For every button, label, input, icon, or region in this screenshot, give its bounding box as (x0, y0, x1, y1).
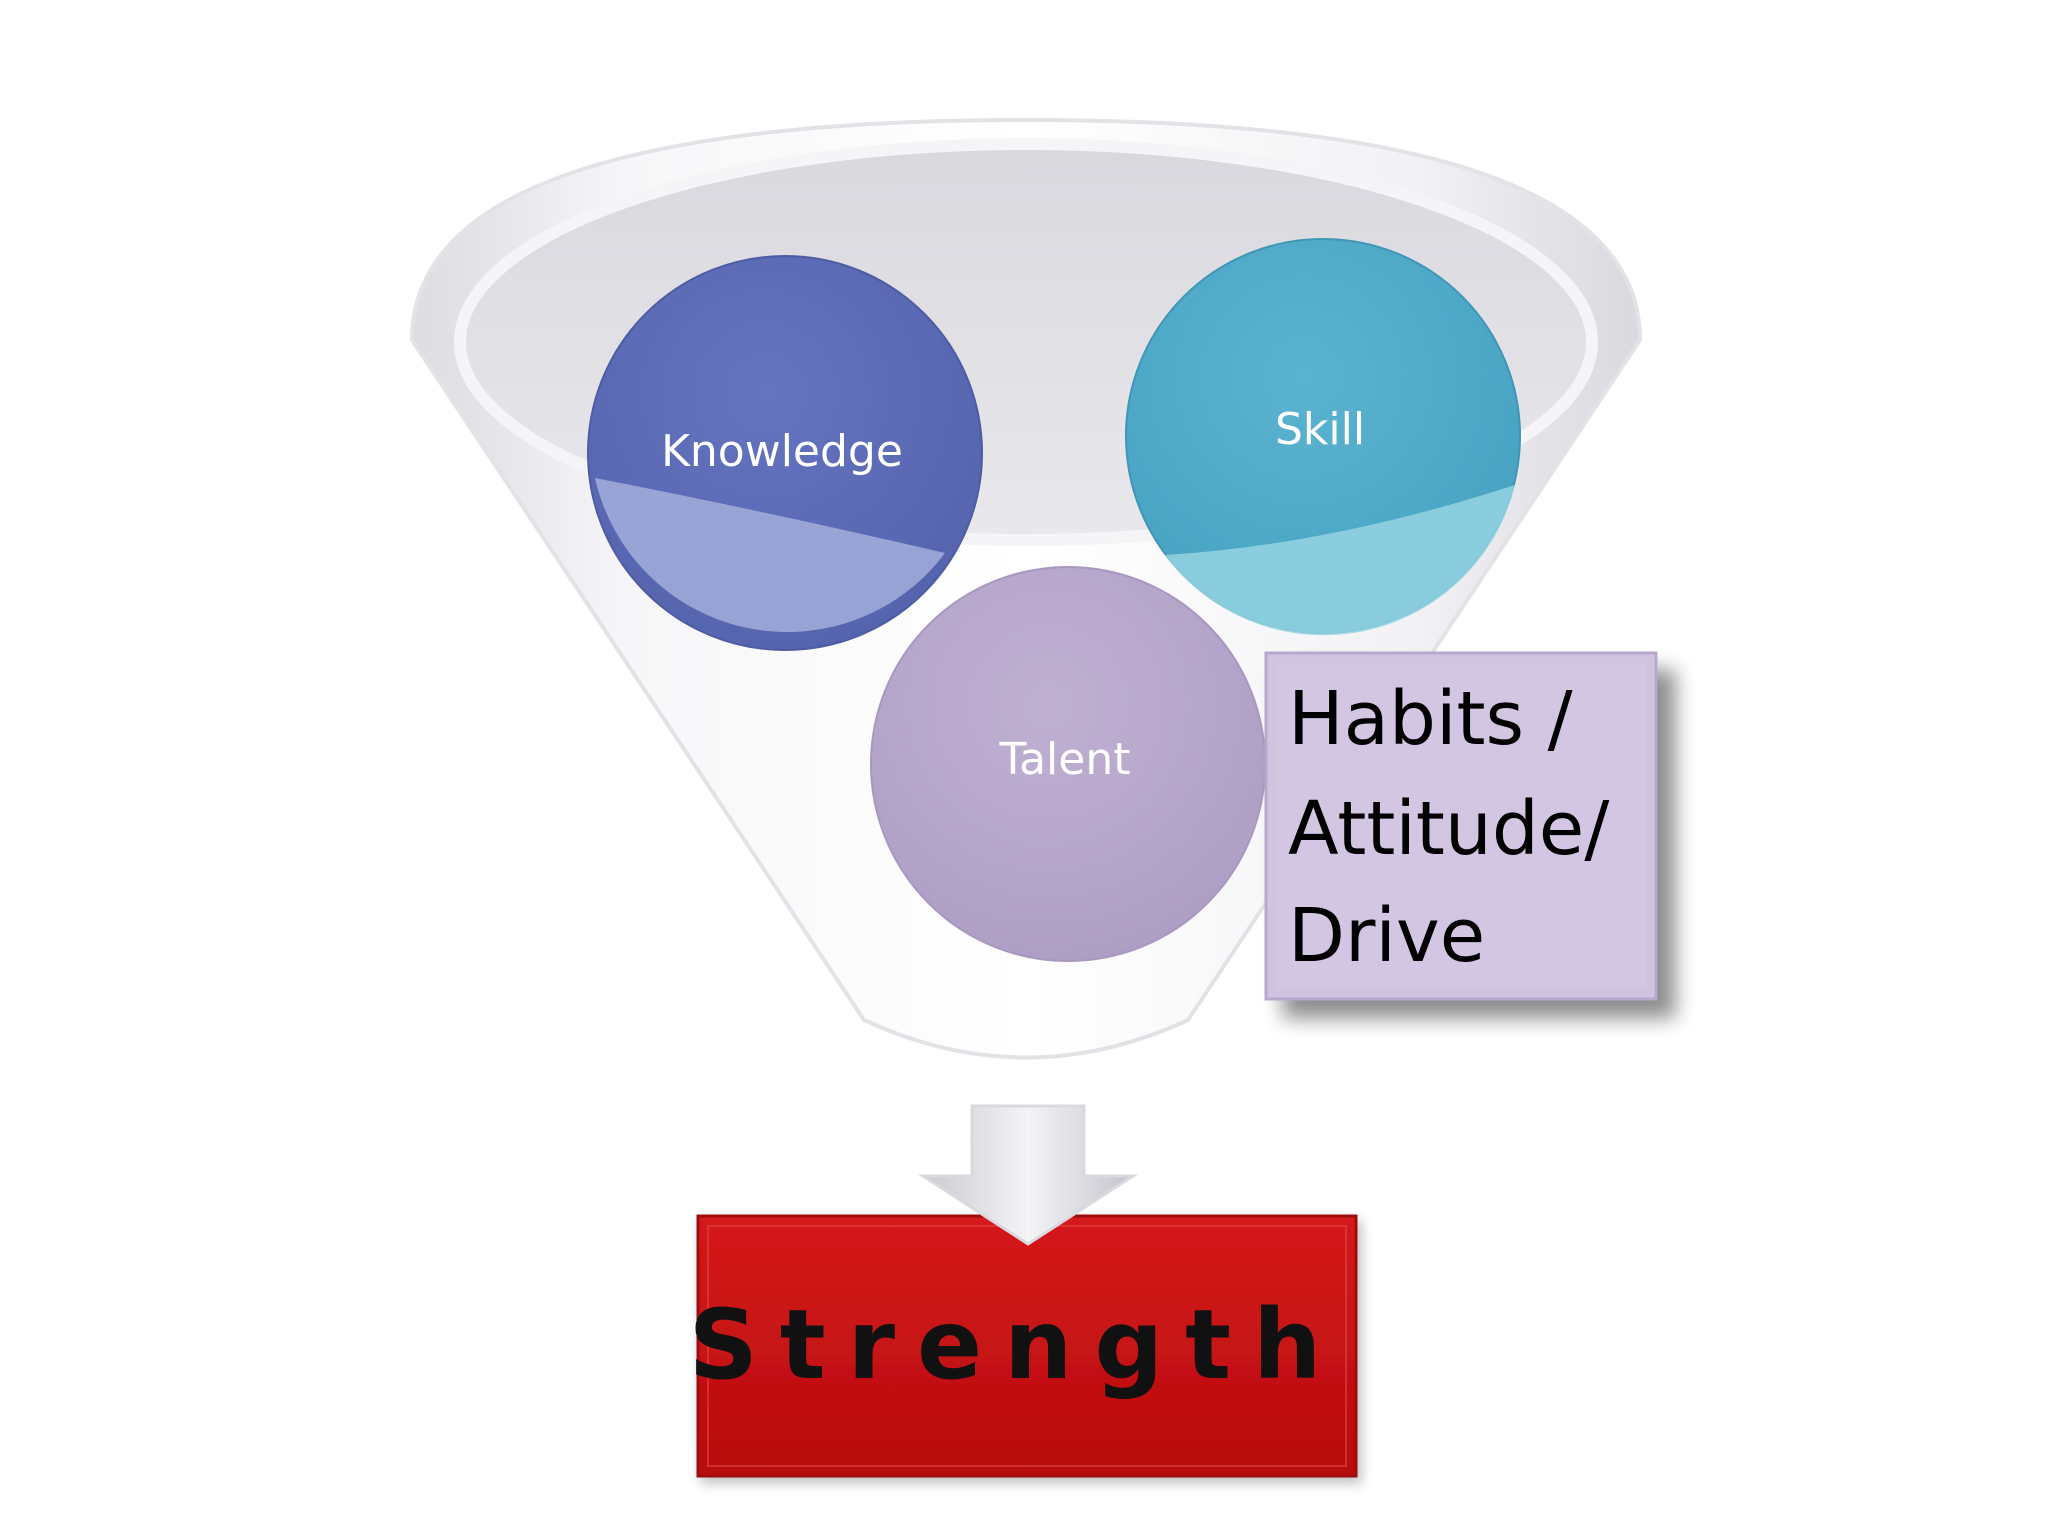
skill-label: Skill (1275, 404, 1365, 455)
strength-box (696, 1214, 1358, 1478)
side-box-line-1: Habits / (1288, 676, 1573, 762)
strength-label: Strength (689, 1289, 1344, 1401)
knowledge-label: Knowledge (661, 426, 903, 477)
down-arrow-icon (917, 1104, 1139, 1246)
talent-label: Talent (999, 734, 1131, 785)
knowledge-circle: Knowledge (587, 255, 983, 651)
habits-attitude-drive-box (1264, 651, 1658, 1001)
talent-circle: Talent (870, 566, 1266, 962)
side-box-line-3: Drive (1288, 893, 1485, 979)
skill-circle: Skill (1125, 238, 1521, 636)
side-box-line-2: Attitude/ (1288, 786, 1609, 872)
